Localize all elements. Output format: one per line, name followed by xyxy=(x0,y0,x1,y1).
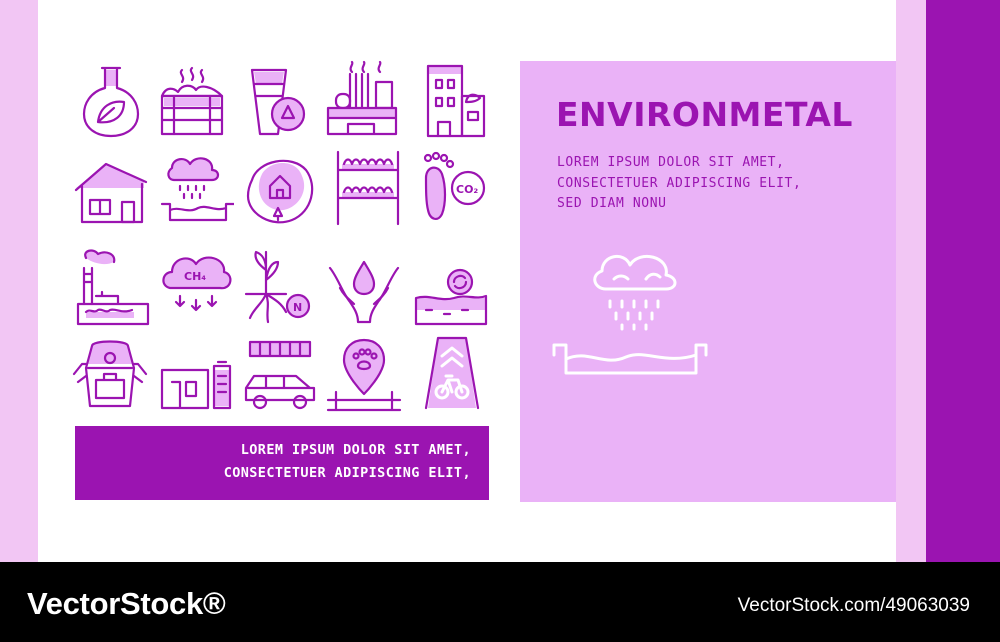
panel-title: ENVIRONMETAL xyxy=(556,95,853,134)
co2-label: CO₂ xyxy=(456,183,478,196)
recycled-cups-icon xyxy=(234,62,314,140)
image-reference[interactable]: VectorStock.com/49063039 xyxy=(737,595,970,616)
ch4-label: CH₄ xyxy=(184,270,206,283)
text-banner: LOREM IPSUM DOLOR SIT AMET, CONSECTETUER… xyxy=(75,426,489,500)
right-dark-strip xyxy=(926,0,1000,562)
hands-water-drop-icon xyxy=(324,248,404,326)
green-factory-icon xyxy=(322,60,402,138)
brand-logo[interactable]: VectorStock® xyxy=(27,586,226,621)
nitrogen-label: N xyxy=(293,301,302,314)
artwork-canvas: CO₂ CH₄ N xyxy=(0,0,1000,562)
flask-leaf-icon xyxy=(70,62,150,140)
compost-crate-icon xyxy=(152,62,232,140)
bike-lane-icon xyxy=(412,334,492,412)
soil-recycle-icon xyxy=(410,256,490,334)
banner-line-2: CONSECTETUER ADIPISCING ELIT, xyxy=(223,465,471,481)
animal-paw-location-icon xyxy=(324,334,404,412)
panel-text-line-1: LOREM IPSUM DOLOR SIT AMET, xyxy=(557,155,785,170)
seedling-trays-icon xyxy=(328,148,408,226)
solar-battery-container-icon xyxy=(156,356,236,434)
acid-rain-icon xyxy=(154,150,236,228)
methane-cloud-icon: CH₄ xyxy=(156,246,236,324)
house-in-nature-icon xyxy=(240,150,320,228)
right-light-strip xyxy=(896,0,926,562)
eco-house-icon xyxy=(70,150,150,228)
backpack-icon xyxy=(70,334,150,412)
watermark-footer: VectorStock® VectorStock.com/49063039 xyxy=(0,562,1000,642)
panel-text-line-2: CONSECTETUER ADIPISCING ELIT, xyxy=(557,176,802,191)
eco-building-icon xyxy=(418,62,498,140)
smoking-factory-icon xyxy=(72,248,152,326)
nitrogen-plant-icon: N xyxy=(236,248,316,326)
co2-footprint-icon: CO₂ xyxy=(416,148,496,226)
electric-car-icon xyxy=(240,336,320,414)
acid-rain-feature-icon xyxy=(552,254,708,375)
banner-line-1: LOREM IPSUM DOLOR SIT AMET, xyxy=(240,442,471,458)
left-accent-strip xyxy=(0,0,38,562)
panel-text-line-3: SED DIAM NONU xyxy=(557,196,667,211)
info-panel: ENVIRONMETAL LOREM IPSUM DOLOR SIT AMET,… xyxy=(520,61,896,502)
